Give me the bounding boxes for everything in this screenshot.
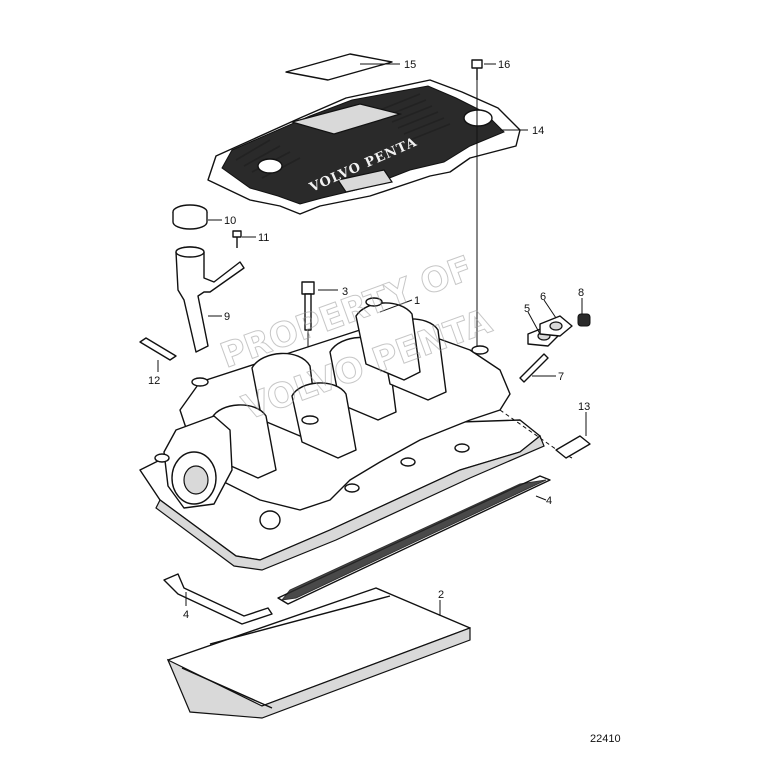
callout-15: 15 [404,59,416,71]
part-7-stud [519,353,556,383]
part-2-heat-shield [166,587,471,719]
callout-10: 10 [224,215,236,227]
callout-12: 12 [148,375,160,387]
callout-7: 7 [558,371,564,383]
callout-4-gasket: 4 [546,495,552,507]
part-1-intake-manifold [139,297,545,571]
part-15-label-plate [285,53,400,81]
callout-labels: 1 2 3 4 4 5 6 7 8 9 10 11 12 13 14 15 16 [148,59,590,621]
part-11-bolt [232,230,256,248]
part-5-6-flange-gasket [527,299,573,347]
part-9-filler-tube [175,246,245,353]
part-8-plug [577,298,591,327]
callout-8: 8 [578,287,584,299]
callout-11: 11 [258,232,269,244]
part-14-engine-cover: VOLVO PENTA [207,79,528,215]
callout-13: 13 [578,401,590,413]
callout-5: 5 [524,303,530,315]
part-10-filler-cap [172,204,222,230]
callout-4-bracket: 4 [183,609,189,621]
callout-1: 1 [414,295,420,307]
part-12-stud [139,337,177,372]
part-4-gasket-right [277,475,551,605]
part-4-bracket-left [163,573,273,625]
part-16-bolt [471,59,496,350]
figure-number: 22410 [590,733,621,745]
callout-2: 2 [438,589,444,601]
callout-14: 14 [532,125,544,137]
callout-3: 3 [342,286,348,298]
callout-16: 16 [498,59,510,71]
callout-9: 9 [224,311,230,323]
callout-6: 6 [540,291,546,303]
part-13-tube [499,409,591,459]
